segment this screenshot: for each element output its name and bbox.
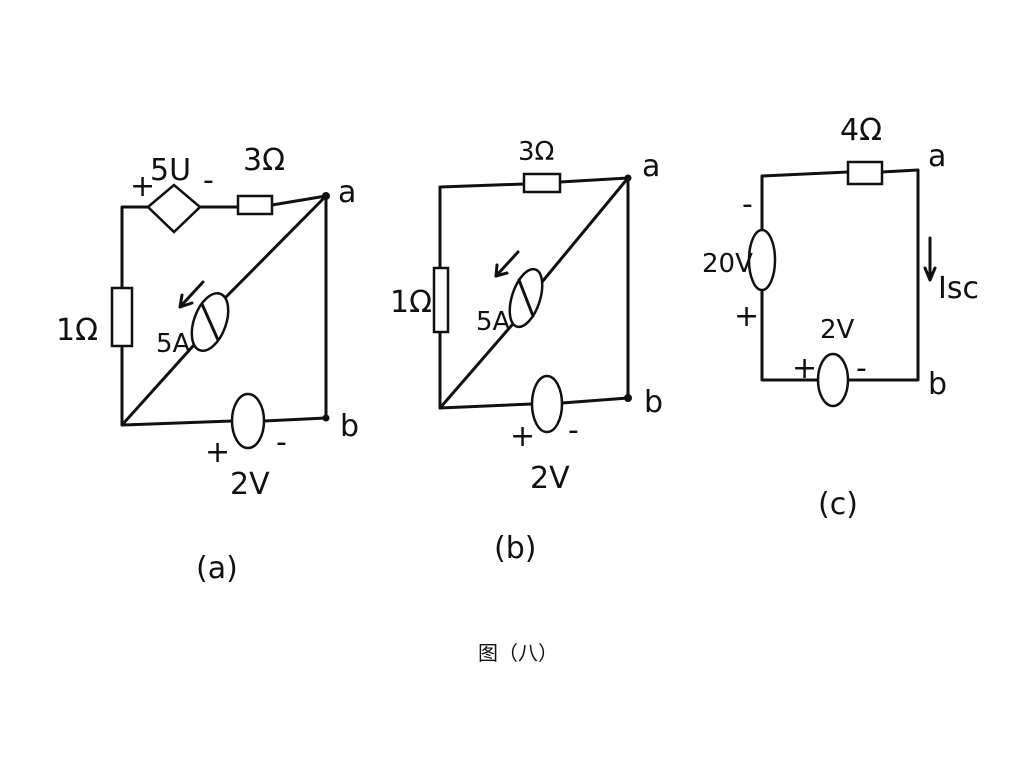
voltage-source-20v-plus: + <box>734 299 759 334</box>
circuit-c: 4Ω 20V - + 2V + - Isc a b (c) <box>702 113 979 522</box>
dep-source-plus: + <box>130 169 155 204</box>
resistor-3ohm <box>522 172 562 194</box>
current-arrow-icon <box>494 250 520 278</box>
voltage-source-2v <box>530 374 564 434</box>
node-b-label: b <box>644 385 663 420</box>
dep-source-minus: - <box>203 163 214 198</box>
voltage-source-20v <box>747 228 777 292</box>
voltage-source-2v <box>816 352 850 408</box>
resistor-1ohm <box>432 266 450 334</box>
node-b-label: b <box>928 367 947 402</box>
current-source-label: 5A <box>156 329 191 359</box>
resistor-3ohm-label: 3Ω <box>243 143 285 178</box>
resistor-1ohm <box>110 286 134 348</box>
voltage-source-plus: + <box>205 435 230 470</box>
isc-arrow-head-icon <box>923 266 937 282</box>
node-b-dot <box>322 414 330 422</box>
voltage-source-2v-plus: + <box>792 351 817 386</box>
voltage-source-2v-minus: - <box>856 351 867 386</box>
voltage-source-minus: - <box>276 425 287 460</box>
current-source-inner-line <box>200 302 220 342</box>
node-a-label: a <box>928 139 946 174</box>
node-b-label: b <box>340 409 359 444</box>
caption-c: (c) <box>818 487 858 522</box>
voltage-source-label: 2V <box>230 467 270 502</box>
circuit-a-wires <box>120 194 328 427</box>
resistor-1ohm-label: 1Ω <box>56 313 98 348</box>
node-a-label: a <box>338 175 356 210</box>
isc-label: Isc <box>938 271 979 306</box>
node-a-dot <box>624 174 632 182</box>
voltage-source-plus: + <box>510 419 535 454</box>
current-arrow-icon <box>178 280 205 309</box>
current-source-label: 5A <box>476 307 511 337</box>
voltage-source-20v-minus: - <box>742 187 753 222</box>
voltage-source-label: 2V <box>530 461 570 496</box>
resistor-4ohm-label: 4Ω <box>840 113 882 148</box>
circuit-b: 3Ω 1Ω 5A + 2V - a b (b) <box>390 137 663 566</box>
circuit-a: + 5U - 3Ω 1Ω 5A + 2V - a b (a) <box>56 143 359 586</box>
node-b-dot <box>624 394 632 402</box>
voltage-source-2v-label: 2V <box>820 315 855 345</box>
resistor-1ohm-label: 1Ω <box>390 285 432 320</box>
current-arrow-head-icon <box>178 293 194 309</box>
current-source-inner-line <box>517 278 535 318</box>
node-a-dot <box>322 192 330 200</box>
resistor-3ohm-label: 3Ω <box>518 137 554 167</box>
figure-caption: 图（八） <box>478 641 558 665</box>
voltage-source-2v <box>230 392 266 450</box>
dependent-voltage-source <box>146 183 202 234</box>
caption-a: (a) <box>196 551 238 586</box>
circuit-b-wires <box>438 176 630 410</box>
resistor-3ohm <box>236 194 274 216</box>
resistor-4ohm <box>846 160 884 186</box>
caption-b: (b) <box>494 531 536 566</box>
dep-source-value: 5U <box>150 153 191 188</box>
voltage-source-20v-label: 20V <box>702 249 753 279</box>
node-a-label: a <box>642 149 660 184</box>
circuit-c-wires <box>760 168 920 382</box>
current-arrow-head-icon <box>494 263 509 278</box>
voltage-source-minus: - <box>568 413 579 448</box>
